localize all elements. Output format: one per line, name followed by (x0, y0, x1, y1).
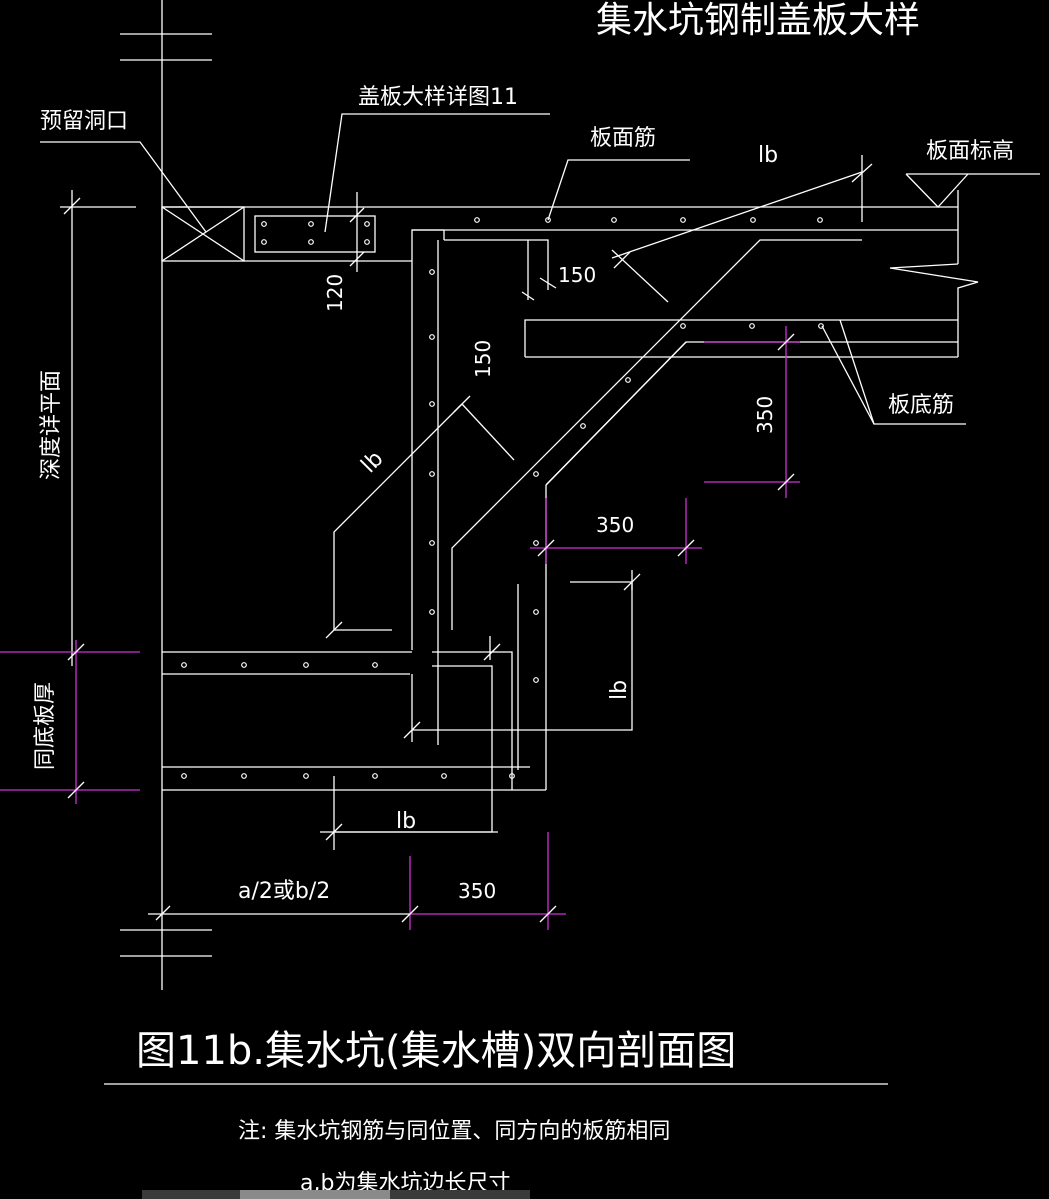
dim-lb-vert-label: lb (607, 680, 632, 700)
reserved-hole-symbol (161, 206, 245, 262)
inclined-bar-left (325, 395, 515, 639)
pit-wall (411, 229, 958, 790)
dim-120 (349, 192, 365, 272)
dim-bottom (148, 832, 566, 930)
slab-top-rebar (412, 217, 958, 630)
dim-120-label: 120 (323, 274, 347, 312)
dim-150-b-label: 150 (471, 340, 495, 378)
dim-depth (60, 190, 136, 666)
cover-plate (254, 215, 376, 253)
dim-350-vert (704, 326, 800, 498)
label-bottom-bar: 板底筋 (888, 393, 954, 418)
dim-350-mid-label: 350 (596, 513, 634, 537)
scrollbar-thumb[interactable] (240, 1190, 390, 1199)
dim-350-horiz-mid (530, 498, 702, 564)
dim-150-a-label: 150 (558, 263, 596, 287)
slab-bottom-rebar (533, 323, 958, 683)
label-cover-detail: 盖板大样详图11 (358, 85, 518, 110)
dim-a2-b2-label: a/2或b/2 (238, 879, 330, 904)
dim-350-bottom-label: 350 (458, 879, 496, 903)
figure-caption: 图11b.集水坑(集水槽)双向剖面图 (136, 1028, 736, 1074)
label-depth: 深度详平面 (39, 370, 64, 480)
dim-lb-diag-label: lb (357, 446, 389, 478)
dim-350-vert-label: 350 (753, 396, 777, 434)
dim-lb-bottom (320, 776, 498, 850)
label-top-bar: 板面筋 (590, 126, 656, 151)
wall-inner-rebar (429, 240, 439, 745)
note-line-1: 注: 集水坑钢筋与同位置、同方向的板筋相同 (238, 1119, 670, 1144)
dim-slab-thickness (0, 640, 140, 804)
label-reserved-hole: 预留洞口 (40, 109, 128, 134)
top-title: 集水坑钢制盖板大样 (596, 0, 920, 41)
pit-bottom (162, 584, 546, 833)
dim-lb-bottom-label: lb (396, 809, 416, 834)
slab (162, 190, 979, 358)
label-slab-top-elev: 板面标高 (926, 139, 1014, 164)
horizontal-scrollbar[interactable] (142, 1190, 530, 1199)
axis-line (120, 0, 212, 990)
label-slab-thickness: 同底板厚 (33, 682, 58, 770)
dim-150-a (444, 239, 557, 301)
dim-lb-vert (412, 570, 641, 731)
dim-lb-top: lb (758, 143, 778, 168)
